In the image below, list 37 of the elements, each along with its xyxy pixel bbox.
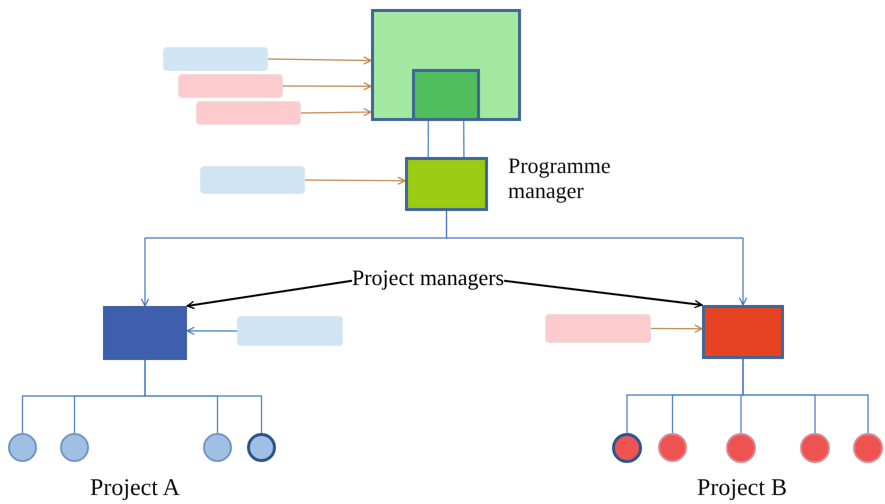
- connector-line: [742, 359, 869, 433]
- manager-box: [405, 157, 488, 211]
- project-circle: [726, 433, 756, 463]
- group-label: Project B: [697, 475, 787, 503]
- project-circle: [800, 433, 830, 463]
- arrow: [651, 324, 703, 333]
- arrow: [186, 326, 237, 336]
- arrow: [446, 211, 748, 306]
- arrow: [268, 56, 372, 65]
- arrow: [283, 82, 372, 90]
- arrow: [301, 108, 372, 116]
- input-box: [196, 101, 301, 125]
- project-circle: [658, 433, 687, 462]
- connector-line: [144, 360, 262, 433]
- arrow: [305, 176, 406, 185]
- input-box: [163, 47, 268, 71]
- project-circle: [853, 433, 883, 463]
- project-circle: [612, 433, 642, 463]
- connector-line: [463, 121, 465, 157]
- input-box: [178, 74, 283, 98]
- input-box: [200, 166, 305, 194]
- process-box: [412, 69, 480, 121]
- arrow: [186, 280, 352, 310]
- project-circle: [8, 433, 37, 462]
- node-caption: Programme manager: [508, 153, 612, 204]
- project-circle: [60, 433, 89, 462]
- manager-box: [702, 305, 784, 359]
- process-box: [371, 9, 521, 121]
- project-circle: [247, 433, 276, 462]
- annotation-text: Project managers: [352, 264, 504, 292]
- arrow: [504, 280, 703, 308]
- input-box: [545, 314, 651, 343]
- project-circle: [203, 433, 232, 462]
- group-label: Project A: [90, 475, 180, 503]
- input-box: [237, 316, 343, 346]
- connector-line: [428, 121, 429, 157]
- manager-box: [103, 306, 187, 360]
